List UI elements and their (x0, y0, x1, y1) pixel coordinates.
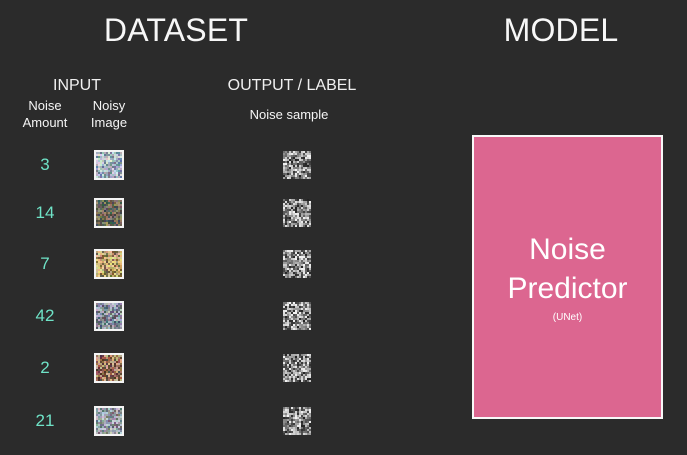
noise-amount-header-line2: Amount (22, 115, 68, 130)
noisy-image-thumbnail (94, 406, 124, 436)
noise-sample-image (283, 407, 311, 435)
input-heading: INPUT (53, 77, 101, 94)
noise-amount-value: 21 (35, 411, 55, 430)
noisy-image-thumbnail (94, 301, 124, 331)
noise-sample-image (283, 250, 311, 278)
noise-amount-header-line1: Noise (28, 98, 62, 113)
output-label-heading: OUTPUT / LABEL (227, 77, 357, 94)
noise-sample-column-header: Noise sample (249, 107, 329, 122)
noise-amount-column-header: Noise Amount (23, 97, 68, 131)
noise-amount-value: 42 (35, 306, 55, 325)
noise-sample-image (283, 302, 311, 330)
model-name-line2: Predictor (507, 272, 628, 305)
noise-sample-image (283, 354, 311, 382)
noisy-image-thumbnail (94, 150, 124, 180)
noise-sample-image (283, 199, 311, 227)
noise-predictor-box: Noise Predictor (UNet) (472, 135, 663, 419)
model-heading: MODEL (503, 12, 619, 48)
dataset-heading: DATASET (103, 12, 249, 48)
noisy-image-thumbnail (94, 249, 124, 279)
noise-amount-value: 7 (40, 254, 50, 273)
noisy-image-column-header: Noisy Image (91, 97, 127, 131)
noise-amount-value: 14 (35, 203, 55, 222)
noisy-image-thumbnail (94, 198, 124, 228)
model-name-line1: Noise (529, 233, 606, 266)
noisy-image-header-line2: Image (90, 115, 128, 130)
noise-amount-value: 3 (40, 155, 50, 174)
model-subtitle: (UNet) (552, 312, 583, 323)
noise-sample-image (283, 151, 311, 179)
noisy-image-thumbnail (94, 353, 124, 383)
noise-amount-value: 2 (40, 358, 50, 377)
noisy-image-header-line1: Noisy (92, 98, 126, 113)
